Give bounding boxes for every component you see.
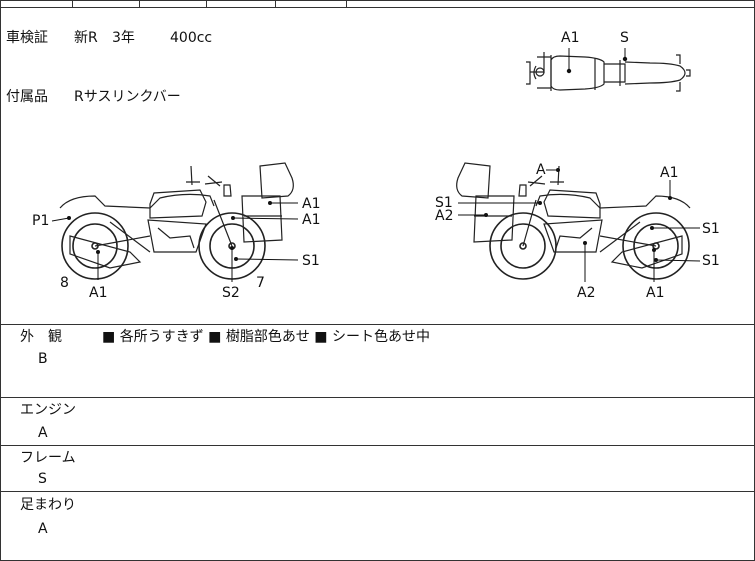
top-view-bike	[526, 52, 691, 92]
exterior-note: シート色あせ中	[331, 329, 430, 345]
mark-left-s2: S2	[222, 285, 240, 301]
mark-left-a1-fork: A1	[302, 212, 321, 228]
displacement: 400cc	[170, 30, 213, 46]
mark-left-a1-rear: A1	[89, 285, 108, 301]
mark-left-7: 7	[256, 275, 265, 291]
suspension-label: 足まわり	[20, 497, 76, 513]
note-bullet-icon: ■	[208, 329, 222, 345]
frame-label: フレーム	[20, 450, 76, 466]
inspection-label: 車検証	[6, 30, 48, 46]
top-cell-divider	[139, 0, 140, 8]
top-cell-divider	[72, 0, 73, 8]
mark-top-s: S	[620, 30, 629, 46]
exterior-note: 樹脂部色あせ	[225, 329, 310, 345]
exterior-notes: ■ 各所うすきず ■ 樹脂部色あせ ■ シート色あせ中	[102, 329, 430, 345]
mark-top-a1: A1	[561, 30, 580, 46]
inspection-years: 3年	[112, 30, 135, 46]
mark-right-a1-muffler: A1	[646, 285, 665, 301]
motorcycle-damage-diagram	[51, 48, 701, 282]
mark-left-a1-tank: A1	[302, 196, 321, 212]
note-bullet-icon: ■	[102, 329, 116, 345]
mark-right-s1-screen: S1	[435, 195, 453, 211]
inspection-value: 新R	[74, 30, 98, 46]
engine-grade: A	[38, 425, 48, 441]
mark-left-p1: P1	[32, 213, 50, 229]
mark-right-s1-rear: S1	[702, 253, 720, 269]
mark-right-a: A	[536, 162, 546, 178]
row-divider	[0, 397, 755, 398]
engine-label: エンジン	[20, 402, 76, 418]
section-divider	[0, 324, 755, 325]
mark-right-s1-swing: S1	[702, 221, 720, 237]
suspension-grade: A	[38, 521, 48, 537]
left-side-bike	[59, 162, 294, 280]
note-bullet-icon: ■	[314, 329, 328, 345]
row-divider	[0, 491, 755, 492]
accessories-label: 付属品	[6, 89, 48, 105]
mark-left-s1: S1	[302, 253, 320, 269]
mark-left-8: 8	[60, 275, 69, 291]
top-cell-divider	[346, 0, 347, 8]
exterior-grade: B	[38, 351, 48, 367]
top-cell-divider	[206, 0, 207, 8]
row-divider	[0, 445, 755, 446]
frame-grade: S	[38, 471, 47, 487]
mark-right-a2-engine: A2	[577, 285, 596, 301]
accessories-value: Rサスリンクバー	[74, 89, 181, 105]
top-row-border	[0, 7, 755, 8]
mark-right-a2-cowl: A2	[435, 208, 454, 224]
mark-right-a1-seat: A1	[660, 165, 679, 181]
exterior-label: 外 観	[20, 329, 62, 345]
exterior-note: 各所うすきず	[119, 329, 204, 345]
top-cell-divider	[275, 0, 276, 8]
